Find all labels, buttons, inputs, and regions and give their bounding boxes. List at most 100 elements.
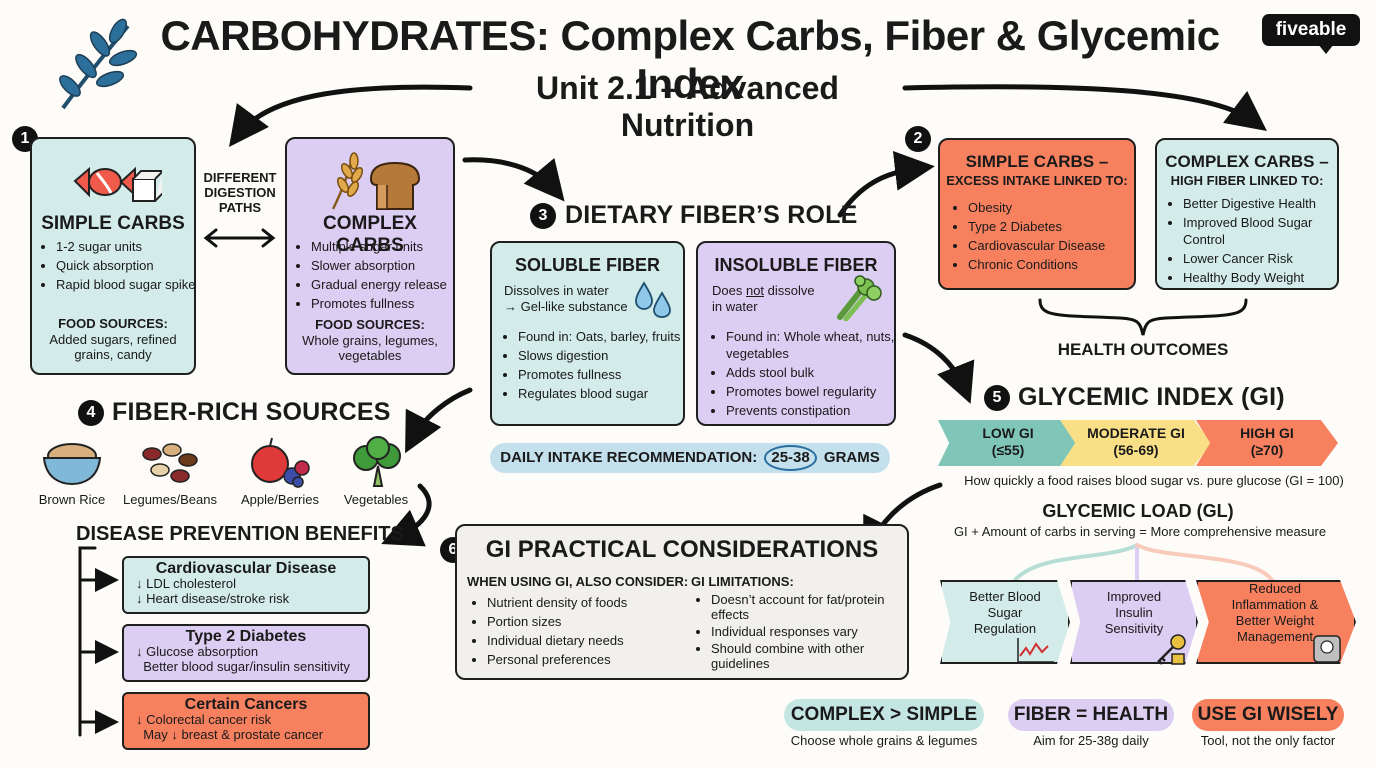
broccoli-icon	[353, 436, 401, 487]
disease-card-cardio: Cardiovascular Disease ↓ LDL cholesterol…	[122, 556, 370, 614]
candy-sugar-cube-icon	[73, 166, 162, 202]
list-item: Promotes fullness	[518, 366, 694, 383]
complex-carbs-benefit-box: COMPLEX CARBS – HIGH FIBER LINKED TO: Be…	[1155, 138, 1339, 290]
gi-consider-list: Nutrient density of foods Portion sizes …	[471, 594, 697, 670]
arrow-section4-to-benefits	[381, 483, 432, 547]
disease-title: Cardiovascular Disease	[155, 560, 337, 577]
list-item: Adds stool bulk	[726, 364, 906, 381]
section2-number: 2	[905, 126, 931, 152]
gi-band-high: HIGH GI (≥70)	[1196, 420, 1338, 466]
list-item: Portion sizes	[487, 613, 697, 630]
complex-benefit-title: COMPLEX CARBS –	[1165, 152, 1329, 171]
gi-scale: LOW GI (≤55) MODERATE GI (56-69) HIGH GI…	[938, 420, 1338, 466]
health-outcomes-label: HEALTH OUTCOMES	[1057, 340, 1229, 359]
insoluble-desc2: in water	[712, 299, 758, 314]
section4-number: 4	[78, 400, 104, 426]
soluble-title: SOLUBLE FIBER	[514, 255, 660, 275]
scale-icon	[1313, 635, 1341, 663]
disease-card-diabetes: Type 2 Diabetes ↓ Glucose absorption Bet…	[122, 624, 370, 682]
insoluble-list: Found in: Whole wheat, nuts, vegetables …	[710, 328, 906, 421]
beans-icon	[142, 443, 198, 483]
list-item: Slows digestion	[518, 347, 694, 364]
list-item: Healthy Body Weight	[1183, 269, 1349, 286]
arrow-section3-to-section4	[405, 387, 473, 454]
rice-bowl-icon	[42, 443, 102, 486]
list-item: Type 2 Diabetes	[968, 218, 1146, 235]
soluble-desc2: → Gel-like substance	[504, 299, 628, 314]
gl-text: GI + Amount of carbs in serving = More c…	[953, 524, 1327, 539]
section5-title: GLYCEMIC INDEX (GI)	[1018, 383, 1285, 411]
daily-intake-value: 25-38	[764, 445, 817, 471]
source-label-legumes: Legumes/Beans	[123, 492, 217, 507]
list-item: Obesity	[968, 199, 1146, 216]
brand-logo: fiveable	[1262, 14, 1360, 46]
takeaway-complex-sub: Choose whole grains & legumes	[790, 733, 978, 748]
gi-consider-title: WHEN USING GI, ALSO CONSIDER:	[467, 574, 689, 589]
water-drops-icon	[635, 281, 671, 318]
insoluble-fiber-box: INSOLUBLE FIBER Does not dissolve in wat…	[696, 241, 896, 426]
list-item: Promotes bowel regularity	[726, 383, 906, 400]
disease-title: Type 2 Diabetes	[185, 628, 307, 645]
digestion-paths-label: DIFFERENT DIGESTION PATHS	[203, 170, 277, 215]
gi-limitations-list: Doesn’t account for fat/protein effects …	[695, 592, 915, 673]
takeaway-fiber-sub: Aim for 25-38g daily	[1033, 733, 1149, 748]
arrow-title-to-section1	[229, 84, 473, 148]
gi-limitations-title: GI LIMITATIONS:	[691, 574, 794, 589]
simple-food-text: Added sugars, refined grains, candy	[49, 332, 177, 362]
apple-berries-icon	[251, 437, 310, 488]
wheat-bread-icon	[331, 152, 421, 210]
blood-sugar-graph-icon	[1017, 638, 1054, 663]
complex-food-title: FOOD SOURCES:	[315, 317, 425, 332]
page-title: CARBOHYDRATES: Complex Carbs, Fiber & Gl…	[160, 12, 1220, 107]
page-subtitle: Unit 2.1 – Advanced Nutrition	[536, 70, 839, 143]
list-item: Prevents constipation	[726, 402, 906, 419]
section6-title: GI PRACTICAL CONSIDERATIONS	[485, 536, 879, 563]
list-item: Nutrient density of foods	[487, 594, 697, 611]
insoluble-desc1: Does not dissolve	[712, 283, 815, 298]
list-item: Found in: Whole wheat, nuts, vegetables	[726, 328, 906, 362]
source-label-rice: Brown Rice	[38, 492, 106, 507]
arrow-section1-to-section3	[462, 157, 565, 202]
list-item: Improved Blood Sugar Control	[1183, 214, 1349, 248]
gi-benefit-blood-sugar: Better Blood Sugar Regulation	[940, 580, 1070, 664]
list-item: Found in: Oats, barley, fruits	[518, 328, 694, 345]
simple-carbs-risk-box: SIMPLE CARBS – EXCESS INTAKE LINKED TO: …	[938, 138, 1136, 290]
section4-title: FIBER-RICH SOURCES	[112, 398, 391, 426]
section5-number: 5	[984, 385, 1010, 411]
list-item: Individual dietary needs	[487, 632, 697, 649]
complex-benefit-subtitle: HIGH FIBER LINKED TO:	[1170, 173, 1324, 188]
list-item: Individual responses vary	[711, 624, 915, 639]
source-label-vegetables: Vegetables	[343, 492, 409, 507]
takeaway-complex: COMPLEX > SIMPLE	[784, 699, 984, 731]
key-lock-icon	[1157, 634, 1186, 665]
gi-considerations-box: GI PRACTICAL CONSIDERATIONS WHEN USING G…	[455, 524, 909, 680]
gi-band-moderate: MODERATE GI (56-69)	[1060, 420, 1212, 466]
health-outcomes-brace	[1038, 298, 1248, 336]
takeaway-gi-sub: Tool, not the only factor	[1200, 733, 1336, 748]
simple-carbs-title: SIMPLE CARBS	[41, 213, 185, 234]
arrow-section3-to-section5	[902, 332, 975, 404]
celery-icon	[837, 275, 882, 321]
simple-carbs-list: 1-2 sugar units Quick absorption Rapid b…	[40, 238, 206, 295]
complex-carbs-title: COMPLEX CARBS	[323, 213, 417, 256]
list-item: Promotes fullness	[311, 295, 467, 312]
list-item: Personal preferences	[487, 651, 697, 668]
list-item: Multiple sugar units	[311, 238, 467, 255]
simple-carbs-box: SIMPLE CARBS 1-2 sugar units Quick absor…	[30, 137, 196, 375]
disease-card-cancer: Certain Cancers ↓ Colorectal cancer risk…	[122, 692, 370, 750]
disease-benefits-title: DISEASE PREVENTION BENEFITS	[76, 523, 404, 545]
brand-name: fiveable	[1275, 19, 1347, 40]
disease-title: Certain Cancers	[184, 696, 308, 713]
source-label-apple: Apple/Berries	[240, 492, 320, 507]
gi-benefit-inflammation: Reduced Inflammation & Better Weight Man…	[1196, 580, 1356, 664]
insoluble-title: INSOLUBLE FIBER	[714, 255, 878, 275]
takeaway-fiber: FIBER = HEALTH	[1008, 699, 1174, 731]
list-item: Doesn’t account for fat/protein effects	[711, 592, 915, 622]
gi-band-low: LOW GI (≤55)	[938, 420, 1078, 466]
arrow-title-to-section2	[902, 84, 1267, 132]
list-item: Slower absorption	[311, 257, 467, 274]
daily-intake-unit: GRAMS	[823, 449, 880, 466]
simple-risk-subtitle: EXCESS INTAKE LINKED TO:	[946, 173, 1128, 188]
wheat-branch-icon	[59, 18, 138, 110]
